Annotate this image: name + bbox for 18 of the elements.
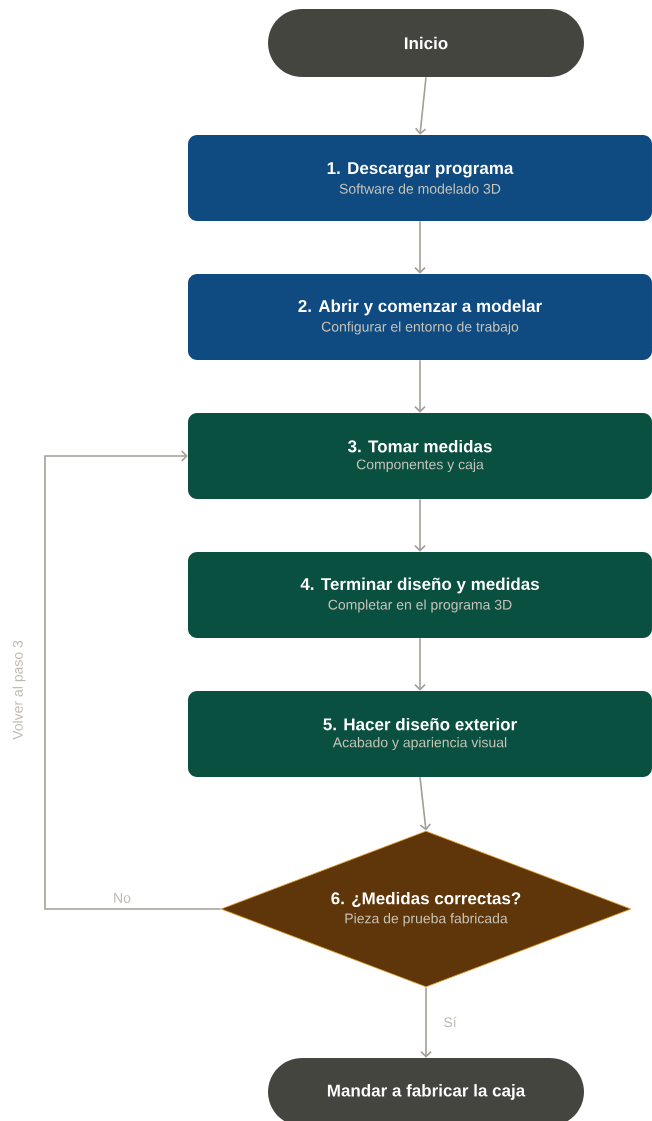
arrow	[414, 498, 426, 552]
arrow	[419, 776, 432, 831]
arrow	[420, 986, 432, 1058]
edge-label: No	[112, 892, 132, 904]
arrow	[414, 637, 426, 691]
end-terminal: Mandar a fabricar la caja	[268, 1058, 584, 1121]
process-box: 2. Abrir y comenzar a modelar Configurar el entorno de trabajo	[188, 274, 652, 360]
edge-label: Sí	[442, 1015, 458, 1029]
start-terminal: Inicio	[268, 9, 584, 77]
process-box: 4. Terminar diseño y medidas Completar en el programa 3D	[188, 552, 652, 638]
process-box: 3. Tomar medidas Componentes y caja	[188, 413, 652, 499]
arrow	[414, 359, 426, 413]
arrow	[44, 450, 222, 910]
side-label: Volver al paso 3	[12, 640, 26, 740]
process-box: 1. Descargar programa Software de modelado 3D	[188, 135, 652, 221]
process-box: 5. Hacer diseño exterior Acabado y apariencia visual	[188, 691, 652, 777]
arrow	[414, 76, 427, 135]
arrow	[414, 220, 426, 274]
